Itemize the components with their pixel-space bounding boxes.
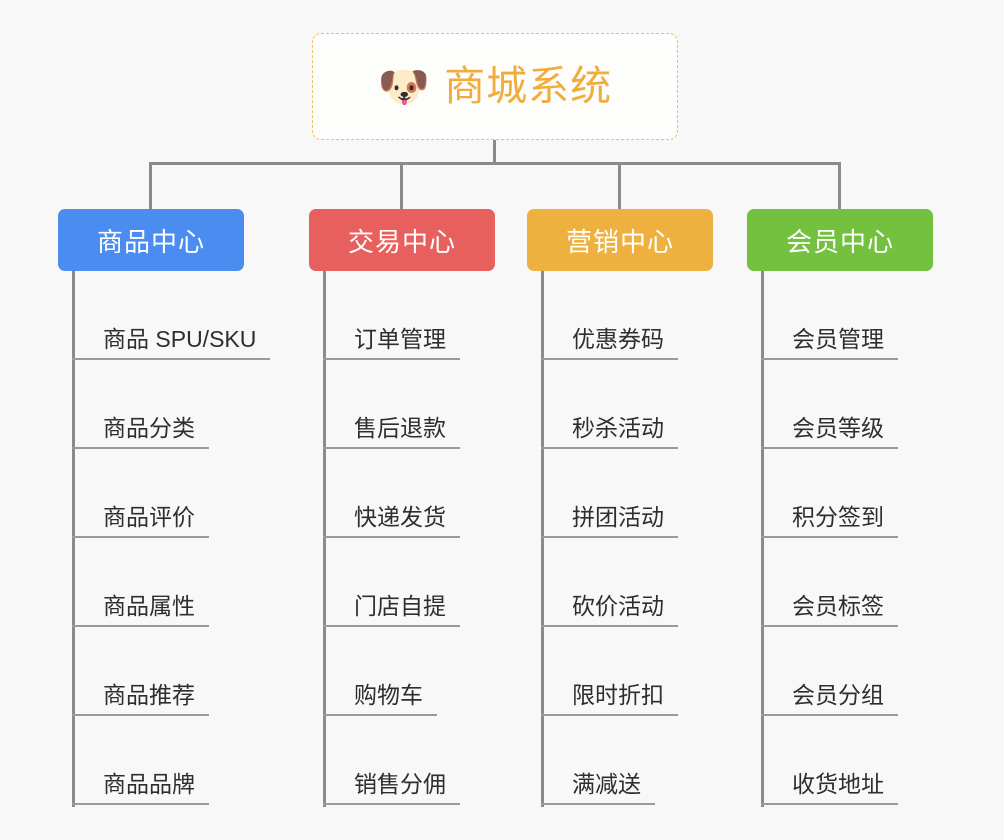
item-label: 购物车 — [323, 682, 437, 716]
item-list-3: 优惠券码 秒杀活动 拼团活动 砍价活动 限时折扣 满减送 — [541, 271, 678, 805]
branch-spine-3 — [541, 271, 544, 807]
list-item[interactable]: 售后退款 — [323, 360, 460, 449]
item-label: 积分签到 — [761, 504, 898, 538]
category-box-3[interactable]: 营销中心 — [527, 209, 713, 271]
item-list-4: 会员管理 会员等级 积分签到 会员标签 会员分组 收货地址 — [761, 271, 898, 805]
connector-drop-3 — [618, 162, 621, 210]
list-item[interactable]: 会员分组 — [761, 627, 898, 716]
list-item[interactable]: 购物车 — [323, 627, 460, 716]
list-item[interactable]: 砍价活动 — [541, 538, 678, 627]
item-label: 商品属性 — [72, 593, 209, 627]
item-label: 售后退款 — [323, 415, 460, 449]
category-box-1[interactable]: 商品中心 — [58, 209, 244, 271]
item-label: 商品 SPU/SKU — [72, 326, 271, 360]
item-label: 拼团活动 — [541, 504, 678, 538]
item-list-1: 商品 SPU/SKU 商品分类 商品评价 商品属性 商品推荐 商品品牌 — [72, 271, 271, 805]
list-item[interactable]: 限时折扣 — [541, 627, 678, 716]
list-item[interactable]: 满减送 — [541, 716, 678, 805]
list-item[interactable]: 优惠券码 — [541, 271, 678, 360]
category-label-1: 商品中心 — [96, 226, 205, 257]
root-node-mall-system[interactable]: 🐶 商城系统 — [312, 33, 678, 140]
list-item[interactable]: 积分签到 — [761, 449, 898, 538]
item-label: 快递发货 — [323, 504, 460, 538]
list-item[interactable]: 商品 SPU/SKU — [72, 271, 271, 360]
item-label: 商品评价 — [72, 504, 209, 538]
item-list-2: 订单管理 售后退款 快递发货 门店自提 购物车 销售分佣 — [323, 271, 460, 805]
list-item[interactable]: 商品品牌 — [72, 716, 270, 805]
category-label-2: 交易中心 — [347, 226, 456, 257]
branch-spine-1 — [72, 271, 75, 807]
list-item[interactable]: 商品属性 — [72, 538, 270, 627]
category-box-4[interactable]: 会员中心 — [747, 209, 933, 271]
connector-drop-2 — [400, 162, 403, 210]
item-label: 会员管理 — [761, 326, 898, 360]
list-item[interactable]: 收货地址 — [761, 716, 898, 805]
item-label: 满减送 — [541, 771, 655, 805]
list-item[interactable]: 门店自提 — [323, 538, 460, 627]
category-label-4: 会员中心 — [785, 226, 894, 257]
category-box-2[interactable]: 交易中心 — [309, 209, 495, 271]
list-item[interactable]: 会员标签 — [761, 538, 898, 627]
item-label: 优惠券码 — [541, 326, 678, 360]
branch-spine-2 — [323, 271, 326, 807]
connector-drop-4 — [838, 162, 841, 210]
branch-spine-4 — [761, 271, 764, 807]
connector-root-stem — [493, 140, 496, 164]
item-label: 商品分类 — [72, 415, 209, 449]
list-item[interactable]: 商品评价 — [72, 449, 270, 538]
list-item[interactable]: 会员等级 — [761, 360, 898, 449]
item-label: 销售分佣 — [323, 771, 460, 805]
item-label: 订单管理 — [323, 326, 460, 360]
item-label: 秒杀活动 — [541, 415, 678, 449]
connector-drop-1 — [149, 162, 152, 210]
list-item[interactable]: 商品推荐 — [72, 627, 270, 716]
list-item[interactable]: 销售分佣 — [323, 716, 460, 805]
connector-horizontal-bus — [150, 162, 840, 165]
item-label: 商品品牌 — [72, 771, 209, 805]
shiba-dog-face-icon: 🐶 — [377, 62, 431, 110]
list-item[interactable]: 商品分类 — [72, 360, 270, 449]
item-label: 限时折扣 — [541, 682, 678, 716]
item-label: 会员等级 — [761, 415, 898, 449]
root-node-title: 商城系统 — [444, 63, 613, 109]
item-label: 会员标签 — [761, 593, 898, 627]
item-label: 砍价活动 — [541, 593, 678, 627]
category-label-3: 营销中心 — [565, 226, 674, 257]
item-label: 门店自提 — [323, 593, 460, 627]
list-item[interactable]: 会员管理 — [761, 271, 898, 360]
list-item[interactable]: 拼团活动 — [541, 449, 678, 538]
item-label: 会员分组 — [761, 682, 898, 716]
list-item[interactable]: 订单管理 — [323, 271, 460, 360]
list-item[interactable]: 快递发货 — [323, 449, 460, 538]
item-label: 商品推荐 — [72, 682, 209, 716]
item-label: 收货地址 — [761, 771, 898, 805]
list-item[interactable]: 秒杀活动 — [541, 360, 678, 449]
